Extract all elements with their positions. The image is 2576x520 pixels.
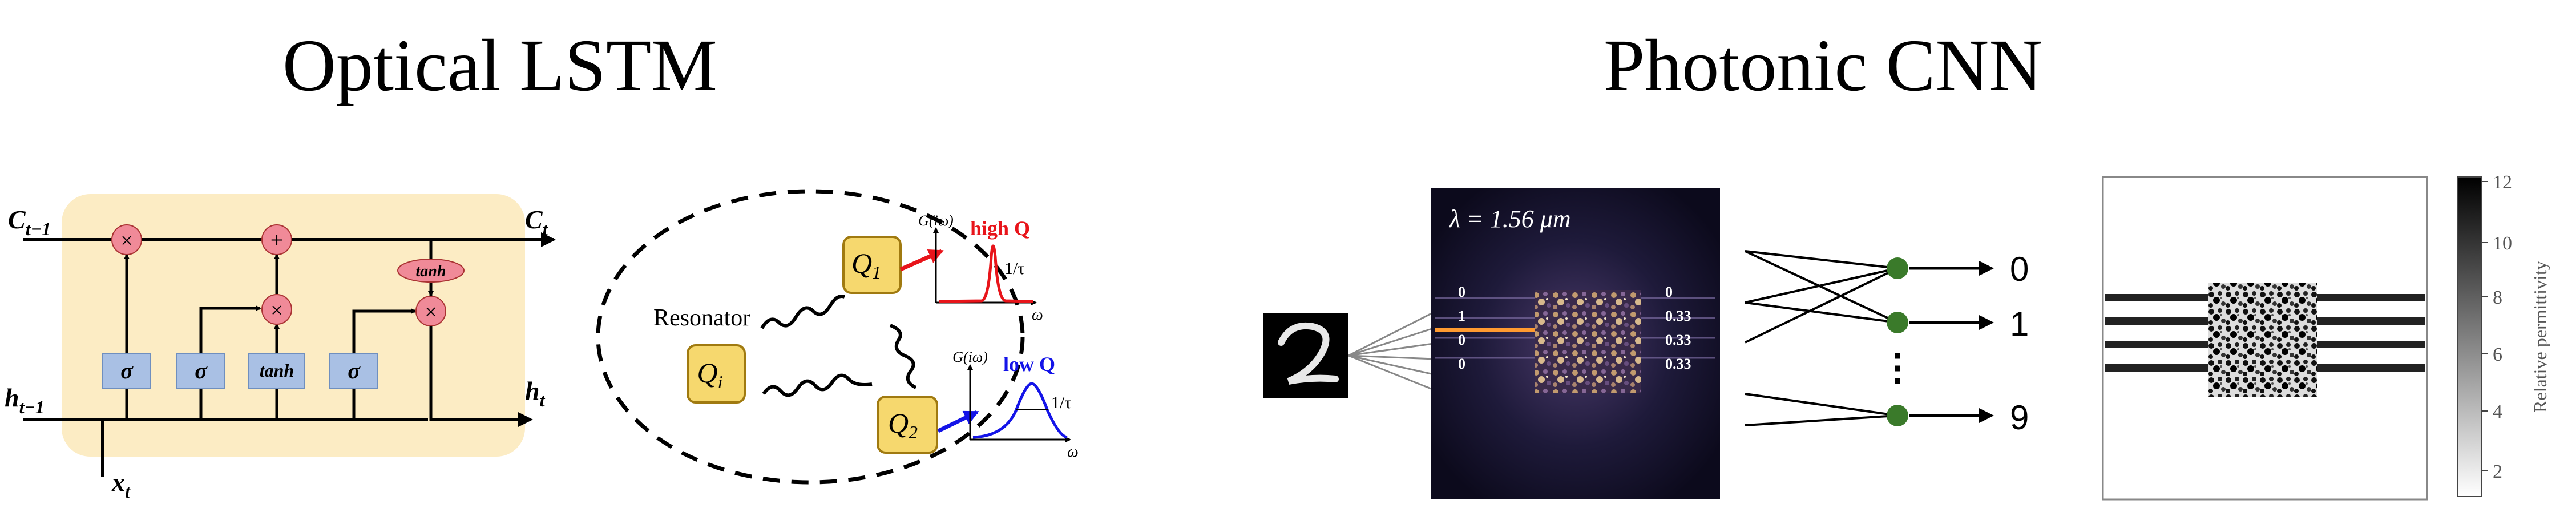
output-port-value: 0 [1665,284,1673,300]
colorbar-tick: 4 [2493,401,2502,422]
op-output-multiply-symbol: × [425,300,437,324]
resonator-qi: Qi [687,344,746,404]
label-c-prev: Ct−1 [8,205,51,239]
high-q-inv-tau: 1/τ [1004,259,1024,278]
low-q-curve [972,382,1068,439]
low-q-label: low Q [1003,353,1055,376]
cell-tanh-label: tanh [416,263,446,280]
resonator-label: Resonator [653,305,750,331]
arrow-low-q [937,410,979,433]
op-output-multiply: × [415,296,446,326]
op-forget-multiply: × [111,224,142,255]
resonator-q1-label: Q1 [851,247,881,283]
digit-output-label: 0 [2010,250,2029,288]
label-h-next: ht [525,376,546,410]
scattering-region [1535,290,1641,393]
gate-input-label: σ [195,358,208,384]
low-q-inv-tau: 1/τ [1051,393,1071,412]
lstm-cell: σ σ tanh σ × + [5,194,556,502]
label-h-prev: ht−1 [5,383,45,417]
input-port-value: 0 [1458,284,1465,300]
resonator-diagram: Resonator Qi Q1 Q2 [596,189,1079,485]
gate-input: σ [176,353,225,389]
plot-low-q: G(iω) ω 1/τ low Q [952,349,1079,461]
output-port-value: 0.33 [1665,356,1691,372]
high-q-g-label: G(iω) [918,212,954,229]
gate-forget-label: σ [120,358,134,384]
plot-high-q: G(iω) ω 1/τ high Q [918,212,1043,324]
lstm-cell-background [62,194,525,457]
field-simulation-panel: λ = 1.56 μm 0 1 0 0 0 0.33 0.33 0.33 [1431,188,1720,499]
high-q-curve [938,244,1033,303]
label-c-next: Ct [525,205,548,239]
colorbar-tick: 12 [2493,172,2512,193]
gate-candidate: tanh [248,353,305,389]
gate-forget: σ [102,353,151,389]
op-input-multiply-symbol: × [270,299,282,323]
input-port-value: 1 [1458,308,1465,324]
input-port-value: 0 [1458,332,1465,348]
resonator-q2: Q2 [877,396,938,454]
resonator-dashed-ellipse [596,189,1025,485]
arrow-high-q [899,249,944,272]
optical-lstm-title: Optical LSTM [282,25,717,107]
colorbar-ticks: 12 10 8 6 4 2 [2482,172,2512,482]
colorbar [2457,176,2482,497]
input-port-value: 0 [1458,356,1465,372]
op-add-symbol: + [270,227,284,253]
op-input-multiply: × [261,294,292,325]
op-forget-multiply-symbol: × [120,229,132,253]
coupling-waves [760,295,917,397]
colorbar-tick: 6 [2493,344,2502,365]
input-port-values: 0 1 0 0 [1458,284,1465,372]
design-region [2208,283,2317,397]
colorbar-label: Relative permittivity [2530,261,2550,413]
gate-candidate-label: tanh [260,360,294,381]
photonic-cnn-title: Photonic CNN [1604,25,2043,107]
digit-output-label: 9 [2010,398,2029,437]
node-ellipsis: ⋮ [1879,347,1916,388]
photonic-cnn: λ = 1.56 μm 0 1 0 0 0 0.33 0.33 0.33 [1263,188,2029,499]
low-q-g-label: G(iω) [952,349,988,365]
output-port-value: 0.33 [1665,308,1691,324]
label-x-input: xt [111,467,131,502]
cell-tanh: tanh [397,259,465,283]
gate-connectors [124,240,533,427]
output-node-0 [1887,257,1908,279]
classifier-connections [1745,250,1898,426]
colorbar-tick: 8 [2493,287,2502,308]
op-add: + [261,224,292,255]
low-q-omega: ω [1067,443,1079,461]
resonator-q1: Q1 [842,236,902,294]
permittivity-map: 12 10 8 6 4 2 Relative permittivity [2102,172,2550,501]
high-q-omega: ω [1032,306,1043,324]
gate-output: σ [329,353,378,389]
resonator-qi-label: Qi [697,357,723,392]
resonator-q2-label: Q2 [888,407,918,442]
mnist-digit-image [1263,313,1348,398]
colorbar-tick: 2 [2493,461,2502,482]
digit-output-label: 1 [2010,305,2029,343]
output-node-9 [1887,405,1908,426]
wavelength-label: λ = 1.56 μm [1448,205,1571,233]
colorbar-tick: 10 [2493,233,2512,254]
gate-output-label: σ [348,358,361,384]
high-q-label: high Q [970,217,1030,240]
output-port-value: 0.33 [1665,332,1691,348]
output-node-1 [1887,312,1908,333]
output-port-values: 0 0.33 0.33 0.33 [1665,284,1691,372]
